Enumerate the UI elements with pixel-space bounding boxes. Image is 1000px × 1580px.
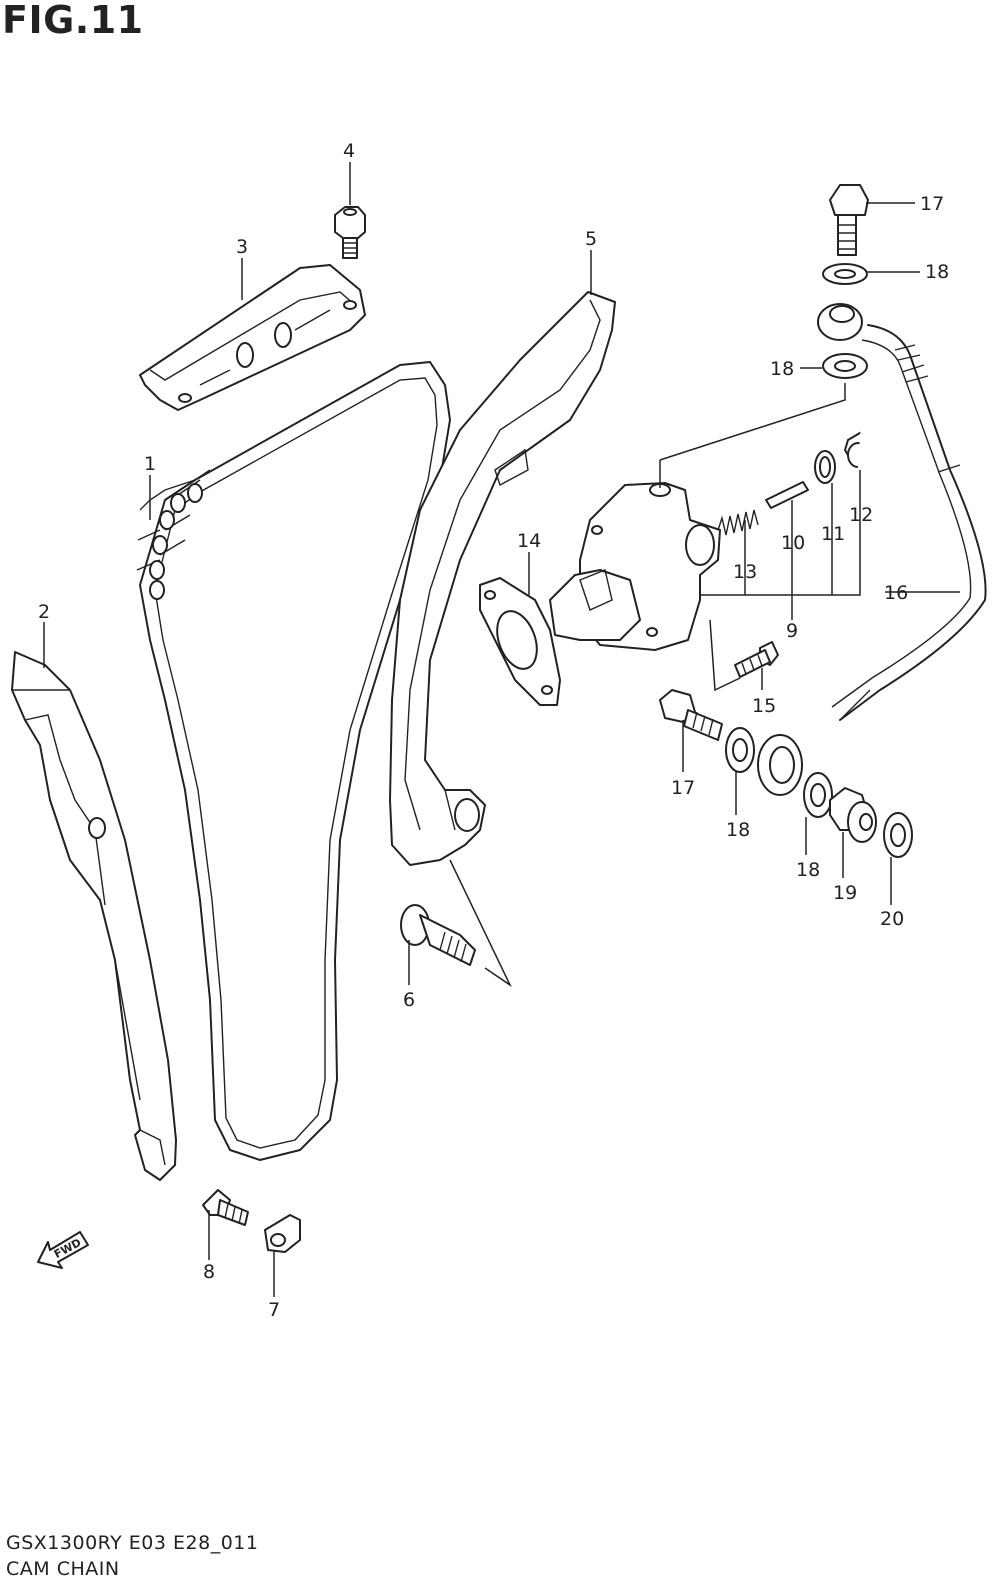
model-code: GSX1300RY E03 E28_011 <box>6 1532 259 1554</box>
fwd-arrow-icon: FWD <box>37 1231 89 1269</box>
callout-12: 12 <box>849 504 873 526</box>
callout-18-mid: 18 <box>770 358 794 380</box>
callout-10: 10 <box>781 532 805 554</box>
callout-labels: 1 2 3 4 5 6 7 8 9 10 11 12 13 14 15 16 1… <box>38 140 949 1321</box>
callout-13: 13 <box>733 561 757 583</box>
callout-18-lower-b: 18 <box>796 859 820 881</box>
callout-7: 7 <box>268 1299 280 1321</box>
washer-part-18-mid <box>822 353 868 379</box>
banjo-upper-part <box>817 303 863 341</box>
gasket-part <box>479 577 561 706</box>
figure-name: CAM CHAIN <box>6 1558 120 1580</box>
top-guide-part <box>139 264 366 411</box>
callout-5: 5 <box>585 228 597 250</box>
callout-15: 15 <box>752 695 776 717</box>
bolt-part-17-lower <box>659 689 723 741</box>
bolt-part-4 <box>334 206 366 259</box>
bolt-part-15 <box>734 641 779 678</box>
bolt-part-17-upper <box>829 184 869 256</box>
washer-part-18-upper <box>822 263 868 285</box>
callout-9: 9 <box>786 620 798 642</box>
callout-16: 16 <box>884 582 908 604</box>
rod-part-10 <box>765 481 809 509</box>
leader-lines <box>43 162 960 1297</box>
figure-title: FIG.11 <box>2 0 144 42</box>
callout-8: 8 <box>203 1261 215 1283</box>
callout-6: 6 <box>403 989 415 1011</box>
banjo-lower-part <box>757 734 803 796</box>
callout-18-lower-a: 18 <box>726 819 750 841</box>
union-bolt-part-19 <box>829 787 877 843</box>
gasket-part-11 <box>814 450 836 484</box>
chain-guide-part <box>11 651 177 1181</box>
tensioner-guide-part <box>389 291 616 866</box>
callout-17-upper: 17 <box>920 193 944 215</box>
spring-part-13 <box>717 509 759 536</box>
callout-19: 19 <box>833 882 857 904</box>
washer-part-18-lower-b <box>803 772 833 818</box>
callout-4: 4 <box>343 140 355 162</box>
callout-11: 11 <box>821 523 845 545</box>
callout-2: 2 <box>38 601 50 623</box>
washer-part-18-lower-a <box>725 727 755 773</box>
tensioner-body-part <box>549 482 721 651</box>
oil-pipe-part <box>831 324 987 721</box>
callout-18-upper: 18 <box>925 261 949 283</box>
pivot-bolt-part <box>400 904 476 966</box>
cam-chain-part <box>136 361 451 1161</box>
callout-17-lower: 17 <box>671 777 695 799</box>
washer-part-7 <box>264 1214 301 1253</box>
callout-14: 14 <box>517 530 541 552</box>
washer-part-20 <box>883 812 913 858</box>
callout-1: 1 <box>144 453 156 475</box>
callout-20: 20 <box>880 908 904 930</box>
callout-3: 3 <box>236 236 248 258</box>
